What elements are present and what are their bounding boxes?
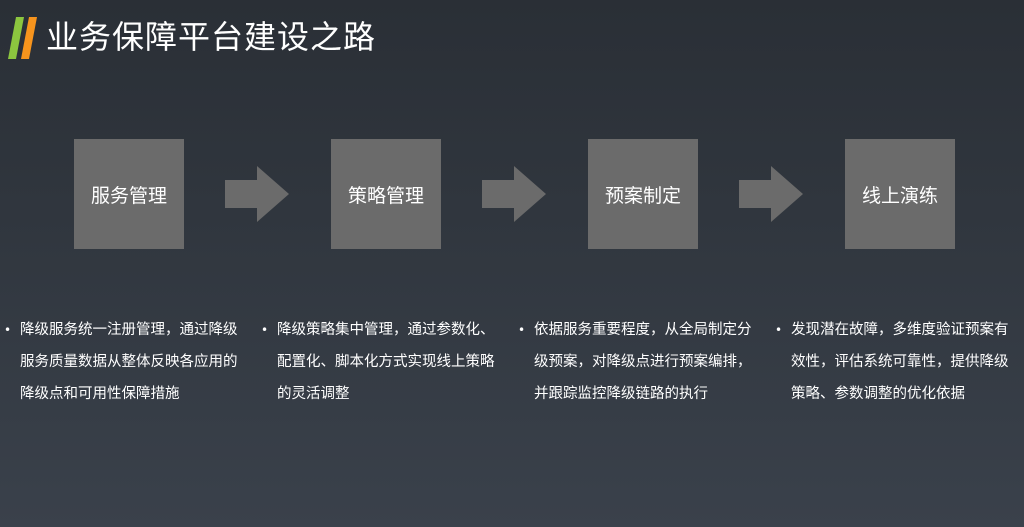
- step-label: 策略管理: [347, 184, 424, 207]
- bullet-icon: •: [775, 323, 783, 337]
- description-text: 降级服务统一注册管理，通过降级服务质量数据从整体反映各应用的降级点和可用性保障措…: [20, 322, 238, 402]
- arrow-right-icon: [739, 166, 803, 222]
- description-text: 依据服务重要程度，从全局制定分级预案，对降级点进行预案编排，并跟踪监控降级链路的…: [534, 322, 752, 402]
- step-label: 线上演练: [861, 184, 938, 207]
- arrow-right-icon: [482, 166, 546, 222]
- bullet-icon: •: [518, 323, 526, 337]
- step-description-plan-formulation: • 依据服务重要程度，从全局制定分级预案，对降级点进行预案编排，并跟踪监控降级链…: [518, 314, 758, 410]
- description-text: 降级策略集中管理，通过参数化、配置化、脚本化方式实现线上策略的灵活调整: [277, 322, 495, 402]
- step-label: 服务管理: [90, 184, 167, 207]
- arrow-right-icon: [225, 166, 289, 222]
- step-box-strategy-management: 策略管理: [331, 139, 441, 249]
- step-description-online-drill: • 发现潜在故障，多维度验证预案有效性，评估系统可靠性，提供降级策略、参数调整的…: [775, 314, 1015, 410]
- description-text: 发现潜在故障，多维度验证预案有效性，评估系统可靠性，提供降级策略、参数调整的优化…: [791, 322, 1009, 402]
- bullet-icon: •: [261, 323, 269, 337]
- step-description-service-management: • 降级服务统一注册管理，通过降级服务质量数据从整体反映各应用的降级点和可用性保…: [4, 314, 244, 410]
- step-box-plan-formulation: 预案制定: [588, 139, 698, 249]
- bullet-icon: •: [4, 323, 12, 337]
- step-box-service-management: 服务管理: [74, 139, 184, 249]
- step-description-strategy-management: • 降级策略集中管理，通过参数化、配置化、脚本化方式实现线上策略的灵活调整: [261, 314, 501, 410]
- step-box-online-drill: 线上演练: [845, 139, 955, 249]
- step-label: 预案制定: [604, 184, 681, 207]
- logo-bars-icon: [8, 17, 37, 59]
- page-title: 业务保障平台建设之路: [46, 18, 377, 56]
